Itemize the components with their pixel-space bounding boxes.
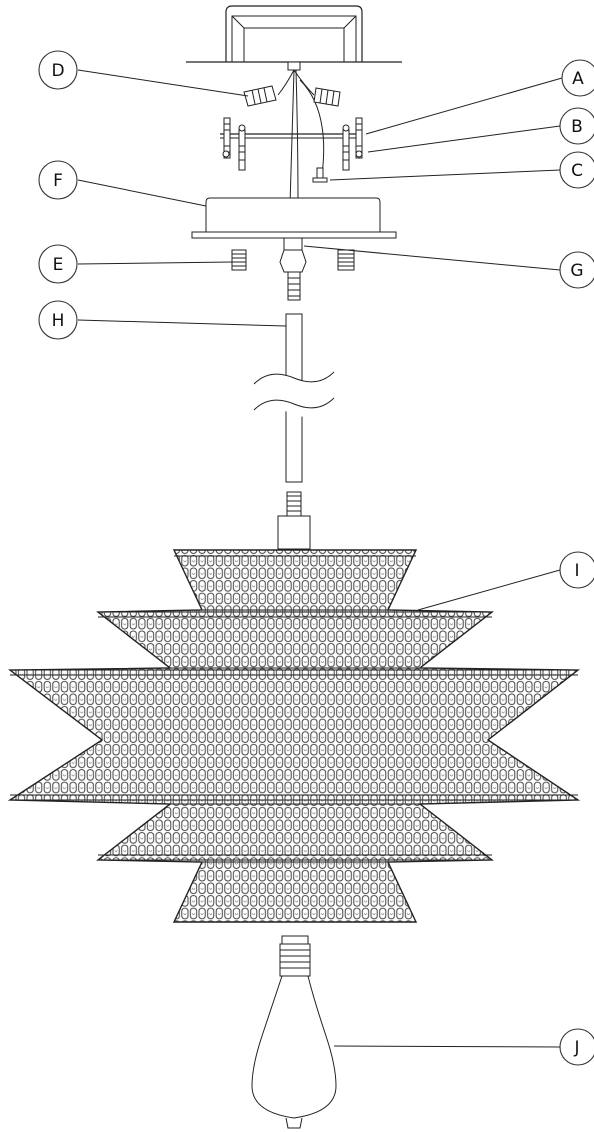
callout-I-label: I xyxy=(574,561,579,581)
wire-connector-left xyxy=(243,85,277,107)
callout-D: D xyxy=(38,50,78,90)
leader-H xyxy=(77,319,287,327)
callout-H-label: H xyxy=(52,311,65,331)
callout-F: F xyxy=(38,160,78,200)
wire-connector-right xyxy=(313,87,341,107)
callout-C: C xyxy=(559,151,594,189)
downrod xyxy=(253,313,335,483)
ground-screw xyxy=(312,167,328,183)
leader-G xyxy=(303,245,561,271)
callout-B: B xyxy=(559,107,594,145)
callout-I: I xyxy=(559,551,594,589)
callout-G: G xyxy=(559,251,594,289)
leader-E xyxy=(77,261,233,265)
leader-F xyxy=(77,179,207,207)
callout-F-label: F xyxy=(53,171,63,191)
mounting-screws xyxy=(222,117,363,171)
shade-fitter xyxy=(277,491,311,550)
callout-B-label: B xyxy=(571,117,583,137)
callout-E: E xyxy=(38,244,78,284)
callout-A: A xyxy=(561,59,594,97)
callout-G-label: G xyxy=(570,261,583,281)
canopy-cap-left xyxy=(231,249,247,271)
coupling-nut xyxy=(279,237,307,301)
leader-B xyxy=(367,125,561,153)
callout-A-label: A xyxy=(572,69,584,89)
callout-J-label: J xyxy=(573,1038,579,1058)
leader-D xyxy=(77,69,249,97)
callout-D-label: D xyxy=(51,61,64,81)
leader-I xyxy=(417,569,561,611)
leader-lines xyxy=(77,69,563,1048)
canopy-cap-right xyxy=(337,249,355,271)
leader-A xyxy=(365,77,563,135)
leader-C xyxy=(329,169,561,181)
callout-H: H xyxy=(38,300,78,340)
perforated-shade xyxy=(7,549,581,923)
junction-box xyxy=(186,5,402,71)
wires xyxy=(277,69,325,206)
callout-C-label: C xyxy=(571,161,583,181)
callout-J: J xyxy=(559,1028,594,1066)
light-bulb xyxy=(251,935,337,1129)
leader-J xyxy=(333,1045,561,1048)
canopy xyxy=(191,197,397,239)
callout-E-label: E xyxy=(53,255,64,275)
